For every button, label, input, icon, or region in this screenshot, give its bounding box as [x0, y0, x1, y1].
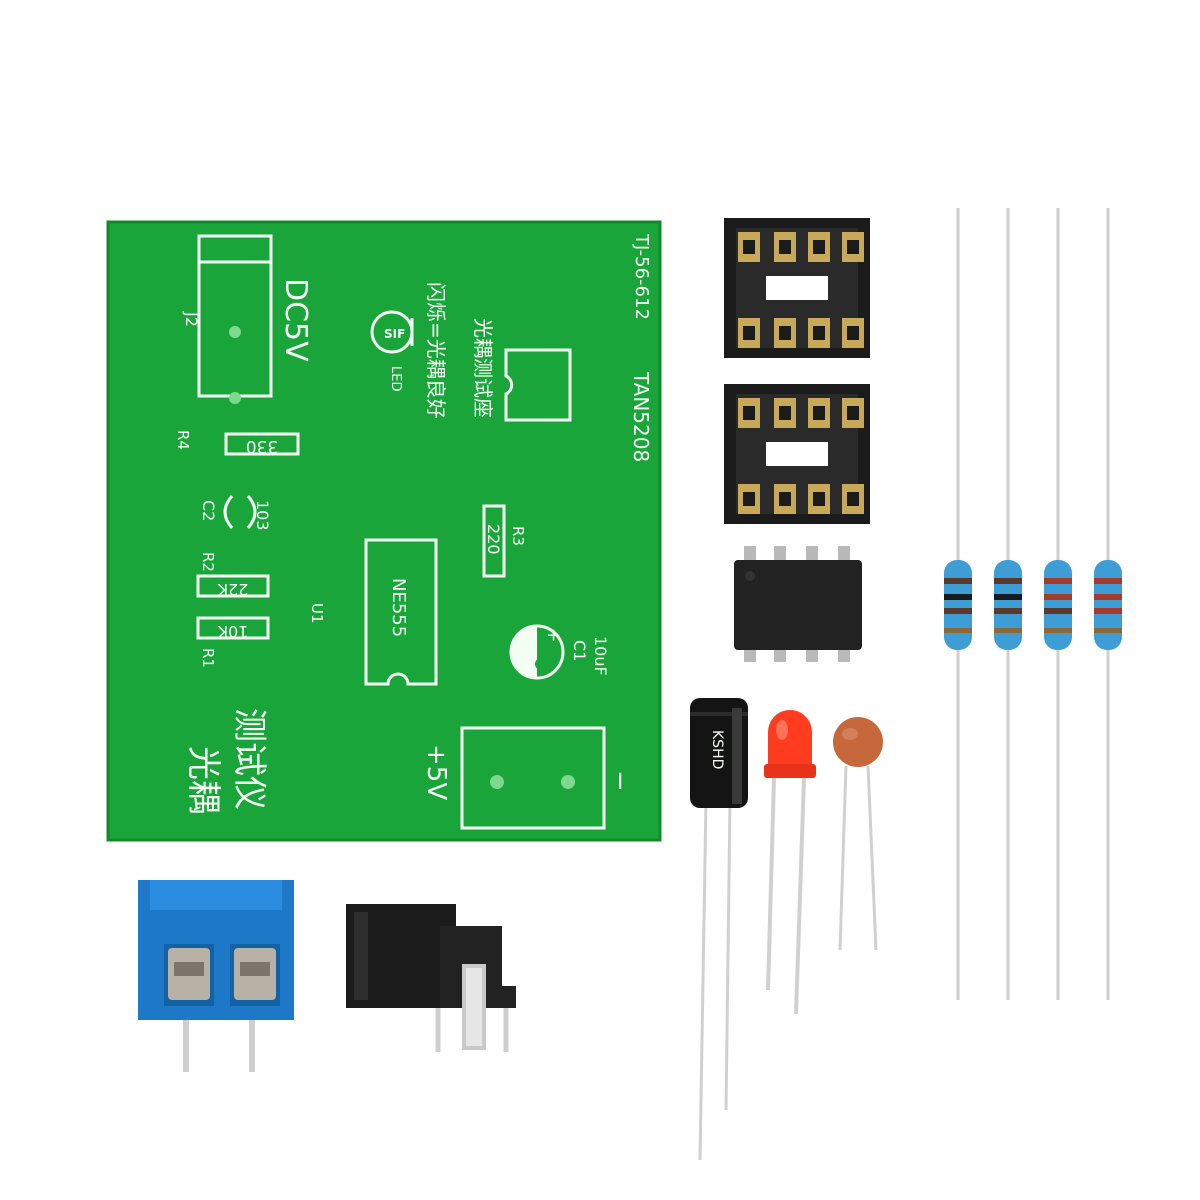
- flash-note: 闪烁=光耦良好: [424, 282, 448, 419]
- socket-note: 光耦测试座: [471, 318, 495, 418]
- ne555-footprint: [364, 538, 438, 686]
- r4-label: R4: [174, 430, 192, 450]
- svg-text:SIF: SIF: [384, 327, 405, 341]
- resistor-4: [1094, 560, 1122, 650]
- opto-socket-footprint: [504, 348, 572, 422]
- c2-footprint-right: [246, 495, 257, 529]
- led-label: LED: [388, 366, 403, 391]
- code-label: TJ-56-612: [631, 233, 652, 320]
- r2-label: R2: [199, 552, 217, 572]
- dc5v-label: DC5V: [278, 278, 313, 362]
- r1-value: 10K: [217, 622, 248, 641]
- capacitor-marking: KSHD: [709, 730, 725, 769]
- red-led: [764, 710, 816, 1015]
- r4-value: 330: [246, 436, 278, 456]
- pcb-board: J2 DC5V R4 330 C2 103 R2 22K 10K R1 U1 N…: [106, 220, 662, 842]
- j2-footprint: [197, 234, 273, 404]
- c2-value: 103: [253, 500, 272, 531]
- title-line1: 光耦: [183, 746, 223, 814]
- c1-plus: +: [546, 625, 561, 646]
- electrolytic-capacitor: KSHD: [690, 698, 748, 1161]
- resistor-1: [944, 560, 972, 650]
- dc-jack: [346, 904, 516, 1052]
- c2-footprint-left: [223, 495, 234, 529]
- u1-label: U1: [308, 603, 326, 624]
- c1-footprint: [509, 624, 565, 680]
- resistor-3: [1044, 560, 1072, 650]
- plus5v-label: +5V: [421, 744, 451, 800]
- r2-value: 22K: [217, 580, 248, 599]
- led-footprint: SIF: [370, 310, 414, 354]
- model-label: TAN5208: [629, 371, 653, 462]
- c1-value: 10uF: [591, 636, 610, 676]
- c2-label: C2: [199, 500, 218, 521]
- j2-label: J2: [182, 311, 201, 327]
- screw-terminal: [138, 880, 294, 1072]
- r3-label: R3: [509, 526, 527, 546]
- r2-footprint: [196, 574, 270, 598]
- ne555-chip: [734, 546, 862, 662]
- resistor-2: [994, 560, 1022, 650]
- plus5v-terminal-footprint: [460, 726, 606, 830]
- r4-footprint: [224, 432, 300, 456]
- ceramic-capacitor: [833, 717, 883, 951]
- r1-label: R1: [199, 648, 217, 668]
- r3-footprint: [482, 504, 506, 578]
- minus-label: −: [605, 770, 635, 792]
- resistors: [944, 208, 1122, 1000]
- ic-socket-2: [724, 384, 870, 524]
- title-line2: 测试仪: [229, 708, 269, 810]
- ne555-label: NE555: [388, 578, 409, 637]
- c1-label: C1: [570, 640, 589, 661]
- ic-socket-1: [724, 218, 870, 358]
- r3-value: 220: [484, 524, 503, 555]
- r1-footprint: [196, 616, 270, 640]
